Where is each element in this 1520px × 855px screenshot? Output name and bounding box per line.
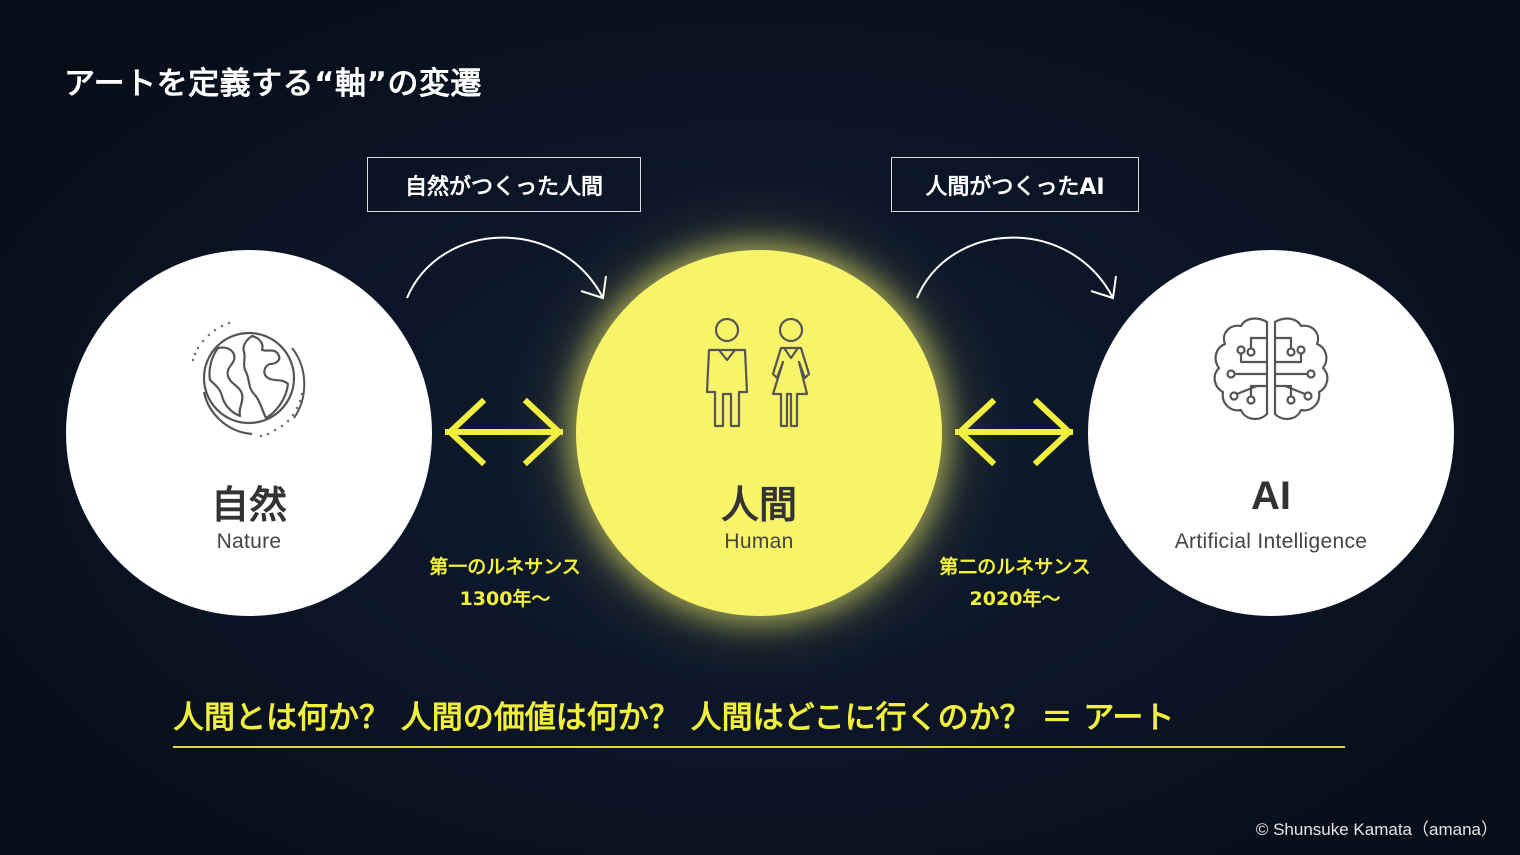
transition-label-nature-to-human: 自然がつくった人間 bbox=[367, 157, 641, 212]
credit-text: © Shunsuke Kamata（amana） bbox=[1255, 820, 1498, 839]
globe-icon bbox=[191, 321, 306, 438]
double-arrow-1 bbox=[445, 397, 564, 467]
era-first-year: 1300年〜 bbox=[459, 588, 551, 610]
era-first-renaissance: 第一のルネサンス 1300年〜 bbox=[405, 551, 605, 615]
double-arrow-2 bbox=[955, 397, 1074, 467]
node-ai: AI Artificial Intelligence bbox=[1088, 250, 1454, 616]
transition-label-human-to-ai: 人間がつくったAI bbox=[891, 157, 1139, 212]
era-second-name: 第二のルネサンス bbox=[939, 556, 1091, 578]
page-title: アートを定義する“軸”の変遷 bbox=[64, 66, 482, 102]
brain-icon bbox=[1213, 317, 1329, 420]
node-human: 人間 Human bbox=[576, 250, 942, 616]
question-underline bbox=[173, 746, 1345, 748]
question-statement: 人間とは何か？ 人間の価値は何か？ 人間はどこに行くのか？ ＝ アート bbox=[173, 700, 1175, 736]
curved-arrow-1-head bbox=[580, 275, 607, 300]
era-second-year: 2020年〜 bbox=[969, 588, 1061, 610]
node-nature-en: Nature bbox=[216, 530, 282, 553]
node-ai-en: Artificial Intelligence bbox=[1174, 530, 1368, 553]
curved-arrow-2-head bbox=[1090, 275, 1117, 300]
node-ai-jp: AI bbox=[1251, 474, 1291, 518]
node-nature-jp: 自然 bbox=[210, 483, 287, 527]
curved-arrow-1 bbox=[406, 236, 604, 299]
node-human-jp: 人間 bbox=[720, 483, 797, 527]
curved-arrow-2 bbox=[916, 236, 1114, 299]
era-first-name: 第一のルネサンス bbox=[429, 556, 581, 578]
node-nature: 自然 Nature bbox=[66, 250, 432, 616]
node-human-en: Human bbox=[724, 530, 794, 553]
era-second-renaissance: 第二のルネサンス 2020年〜 bbox=[915, 551, 1115, 615]
people-icon bbox=[705, 317, 811, 428]
